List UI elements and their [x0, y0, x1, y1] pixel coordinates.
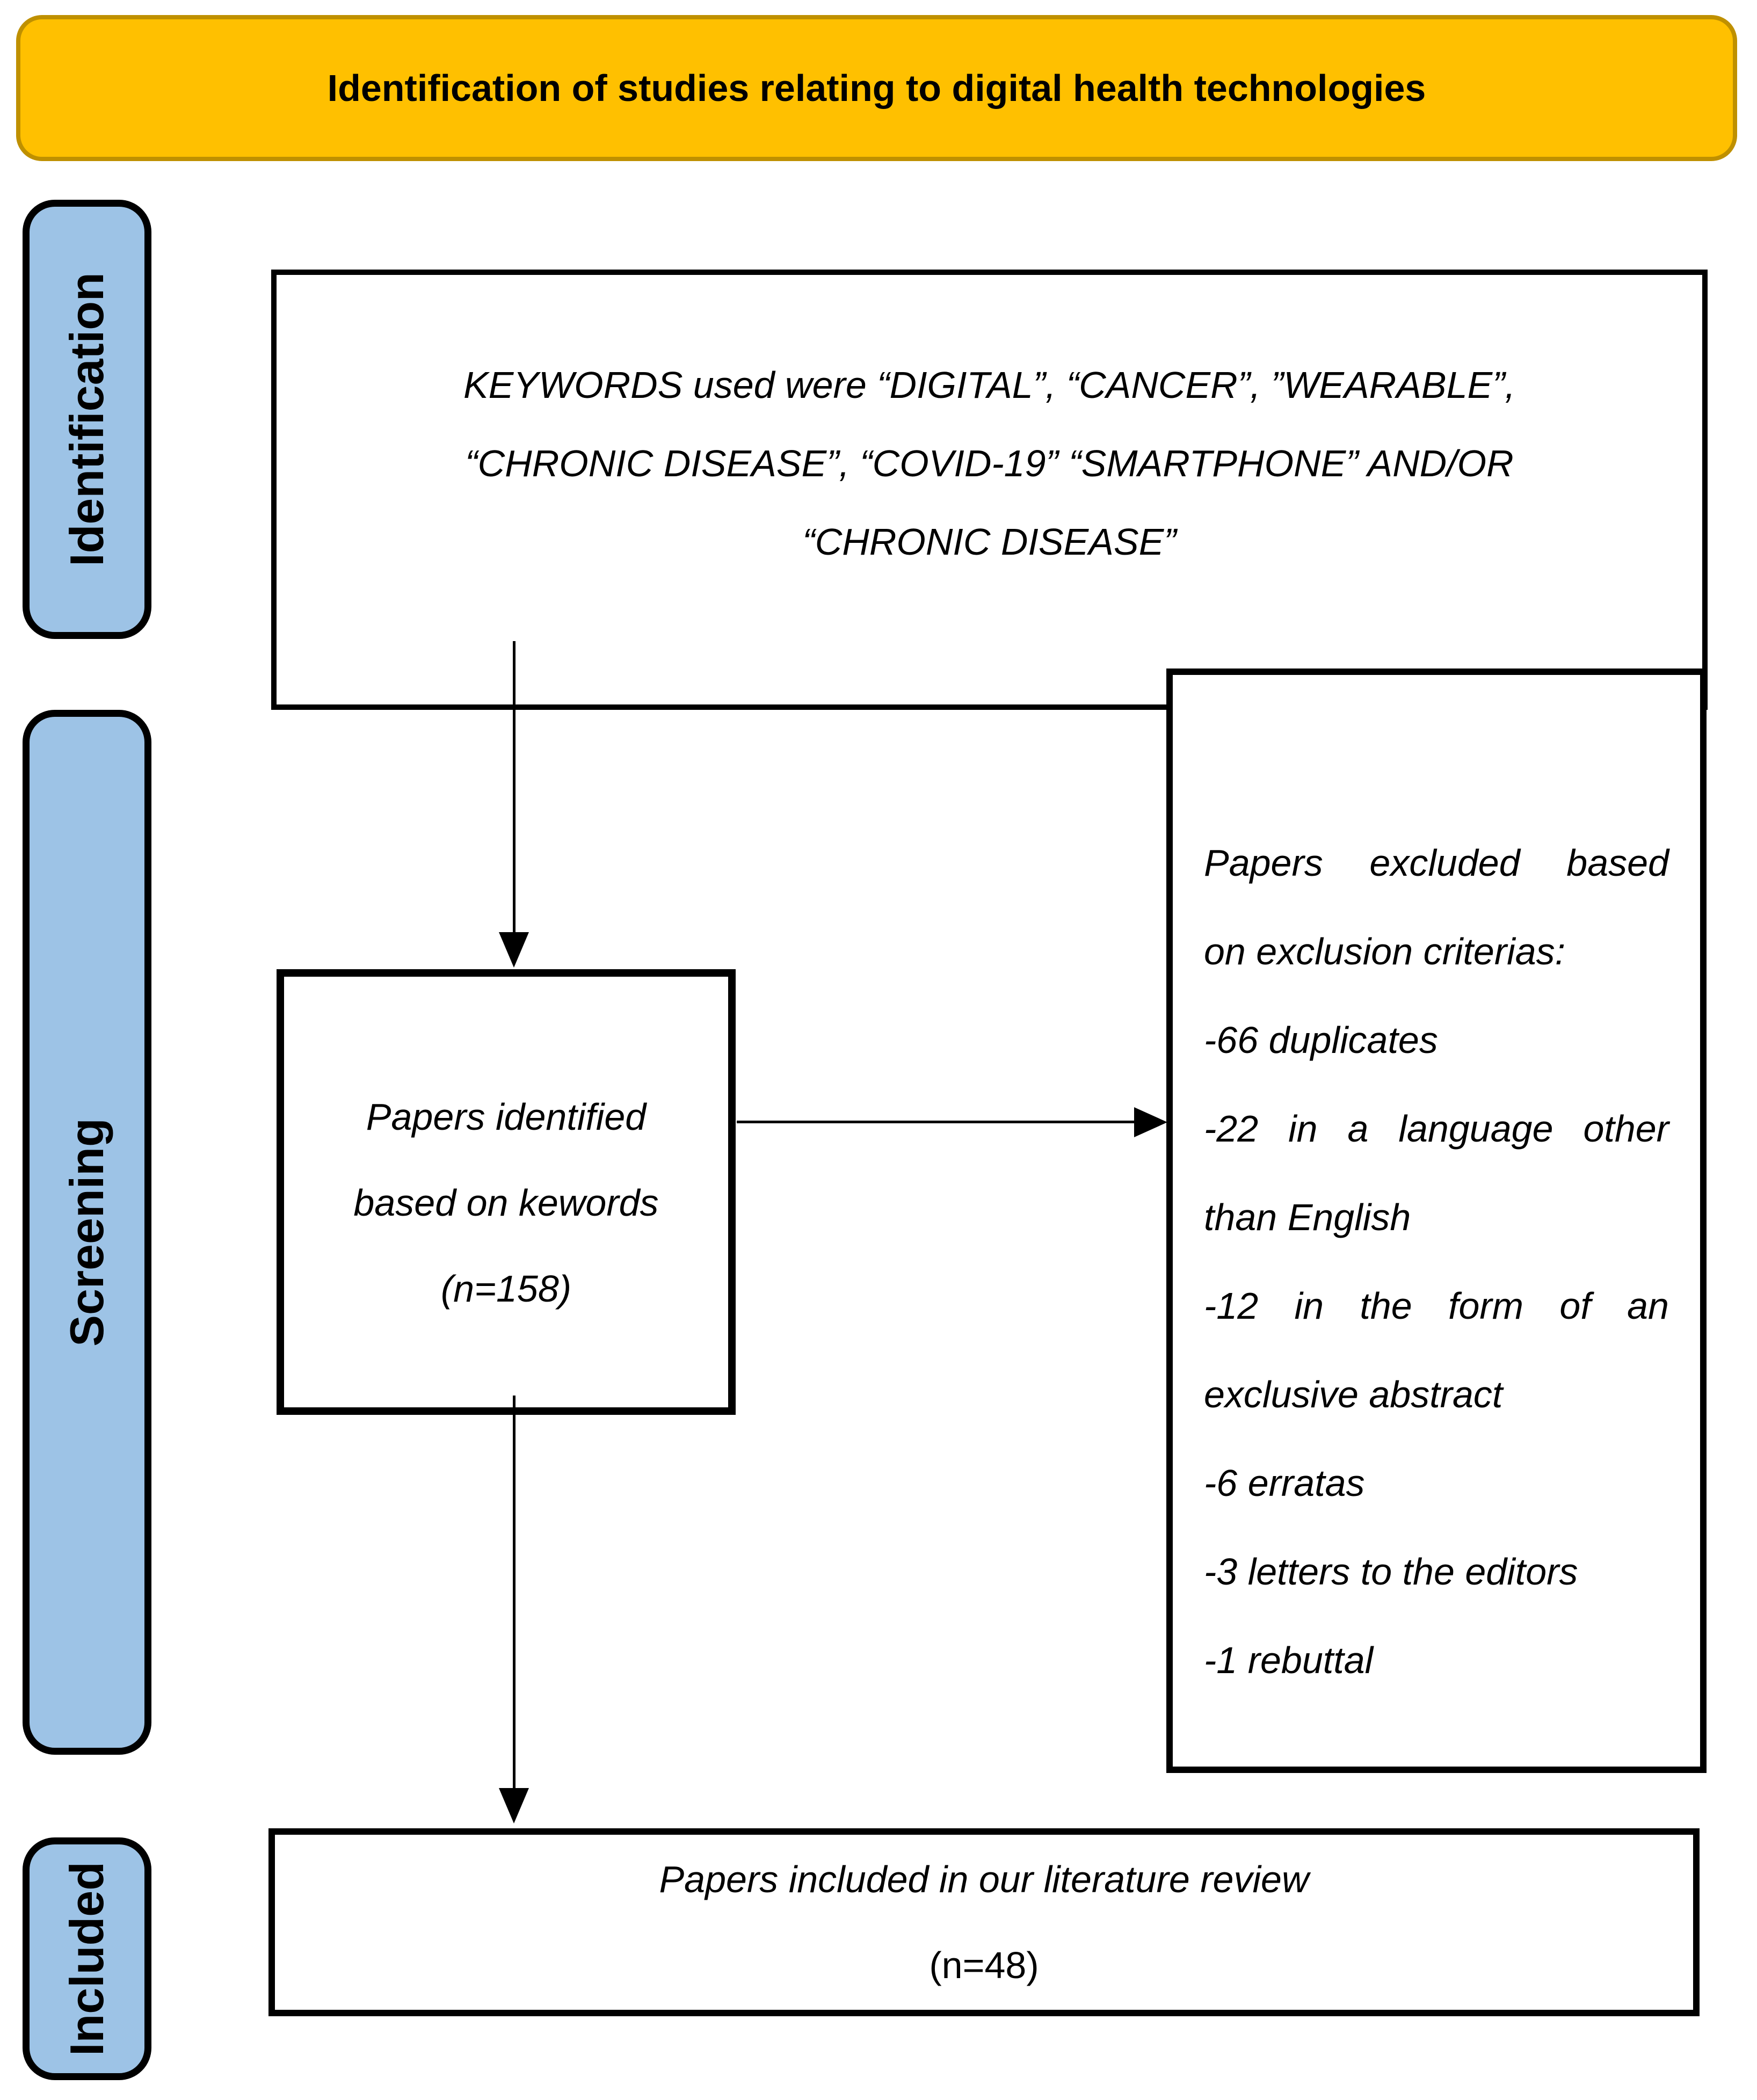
- identified-line-3: (n=158): [440, 1268, 572, 1310]
- stage-label-included-text: Included: [60, 1862, 113, 2056]
- stage-label-identification-text: Identification: [60, 272, 113, 566]
- arrow-identified-to-included-line: [513, 1396, 516, 1790]
- arrow-keywords-to-identified-head-icon: [499, 932, 529, 968]
- exclusion-line-3: -66 duplicates: [1204, 1019, 1438, 1061]
- keywords-line-2: “CHRONIC DISEASE”, “COVID-19” “SMARTPHON…: [465, 442, 1514, 484]
- papers-excluded-box: Papers excluded based on exclusion crite…: [1166, 668, 1707, 1773]
- stage-label-included: Included: [23, 1837, 151, 2080]
- exclusion-line-2: on exclusion criterias:: [1204, 931, 1566, 972]
- papers-identified-box: Papers identified based on kewords (n=15…: [277, 969, 736, 1415]
- exclusion-line-1: Papers excluded based: [1204, 842, 1669, 884]
- stage-label-identification: Identification: [23, 200, 151, 639]
- arrow-identified-to-included-head-icon: [499, 1788, 529, 1823]
- exclusion-line-4: -22 in a language other: [1204, 1108, 1669, 1150]
- exclusion-line-10: -1 rebuttal: [1204, 1639, 1374, 1681]
- keywords-line-3: “CHRONIC DISEASE”: [802, 521, 1177, 563]
- arrow-identified-to-excluded-head-icon: [1134, 1107, 1167, 1137]
- arrow-keywords-to-identified-line: [513, 641, 516, 934]
- exclusion-line-8: -6 erratas: [1204, 1462, 1365, 1504]
- title-banner-text: Identification of studies relating to di…: [327, 67, 1426, 109]
- identified-line-2: based on kewords: [353, 1182, 659, 1224]
- exclusion-line-7: exclusive abstract: [1204, 1374, 1503, 1415]
- exclusion-line-5: than English: [1204, 1196, 1411, 1238]
- papers-included-box: Papers included in our literature review…: [268, 1828, 1700, 2016]
- exclusion-line-6: -12 in the form of an: [1204, 1285, 1669, 1327]
- identified-line-1: Papers identified: [366, 1096, 647, 1138]
- arrow-identified-to-excluded-line: [737, 1121, 1135, 1123]
- stage-label-screening: Screening: [23, 710, 151, 1755]
- keywords-line-1: KEYWORDS used were “DIGITAL”, “CANCER”, …: [463, 364, 1515, 406]
- included-line-2: (n=48): [929, 1944, 1039, 1986]
- title-banner: Identification of studies relating to di…: [16, 15, 1737, 161]
- keywords-box: KEYWORDS used were “DIGITAL”, “CANCER”, …: [271, 270, 1708, 710]
- stage-label-screening-text: Screening: [60, 1118, 113, 1347]
- exclusion-line-9: -3 letters to the editors: [1204, 1551, 1578, 1593]
- included-line-1: Papers included in our literature review: [659, 1858, 1309, 1900]
